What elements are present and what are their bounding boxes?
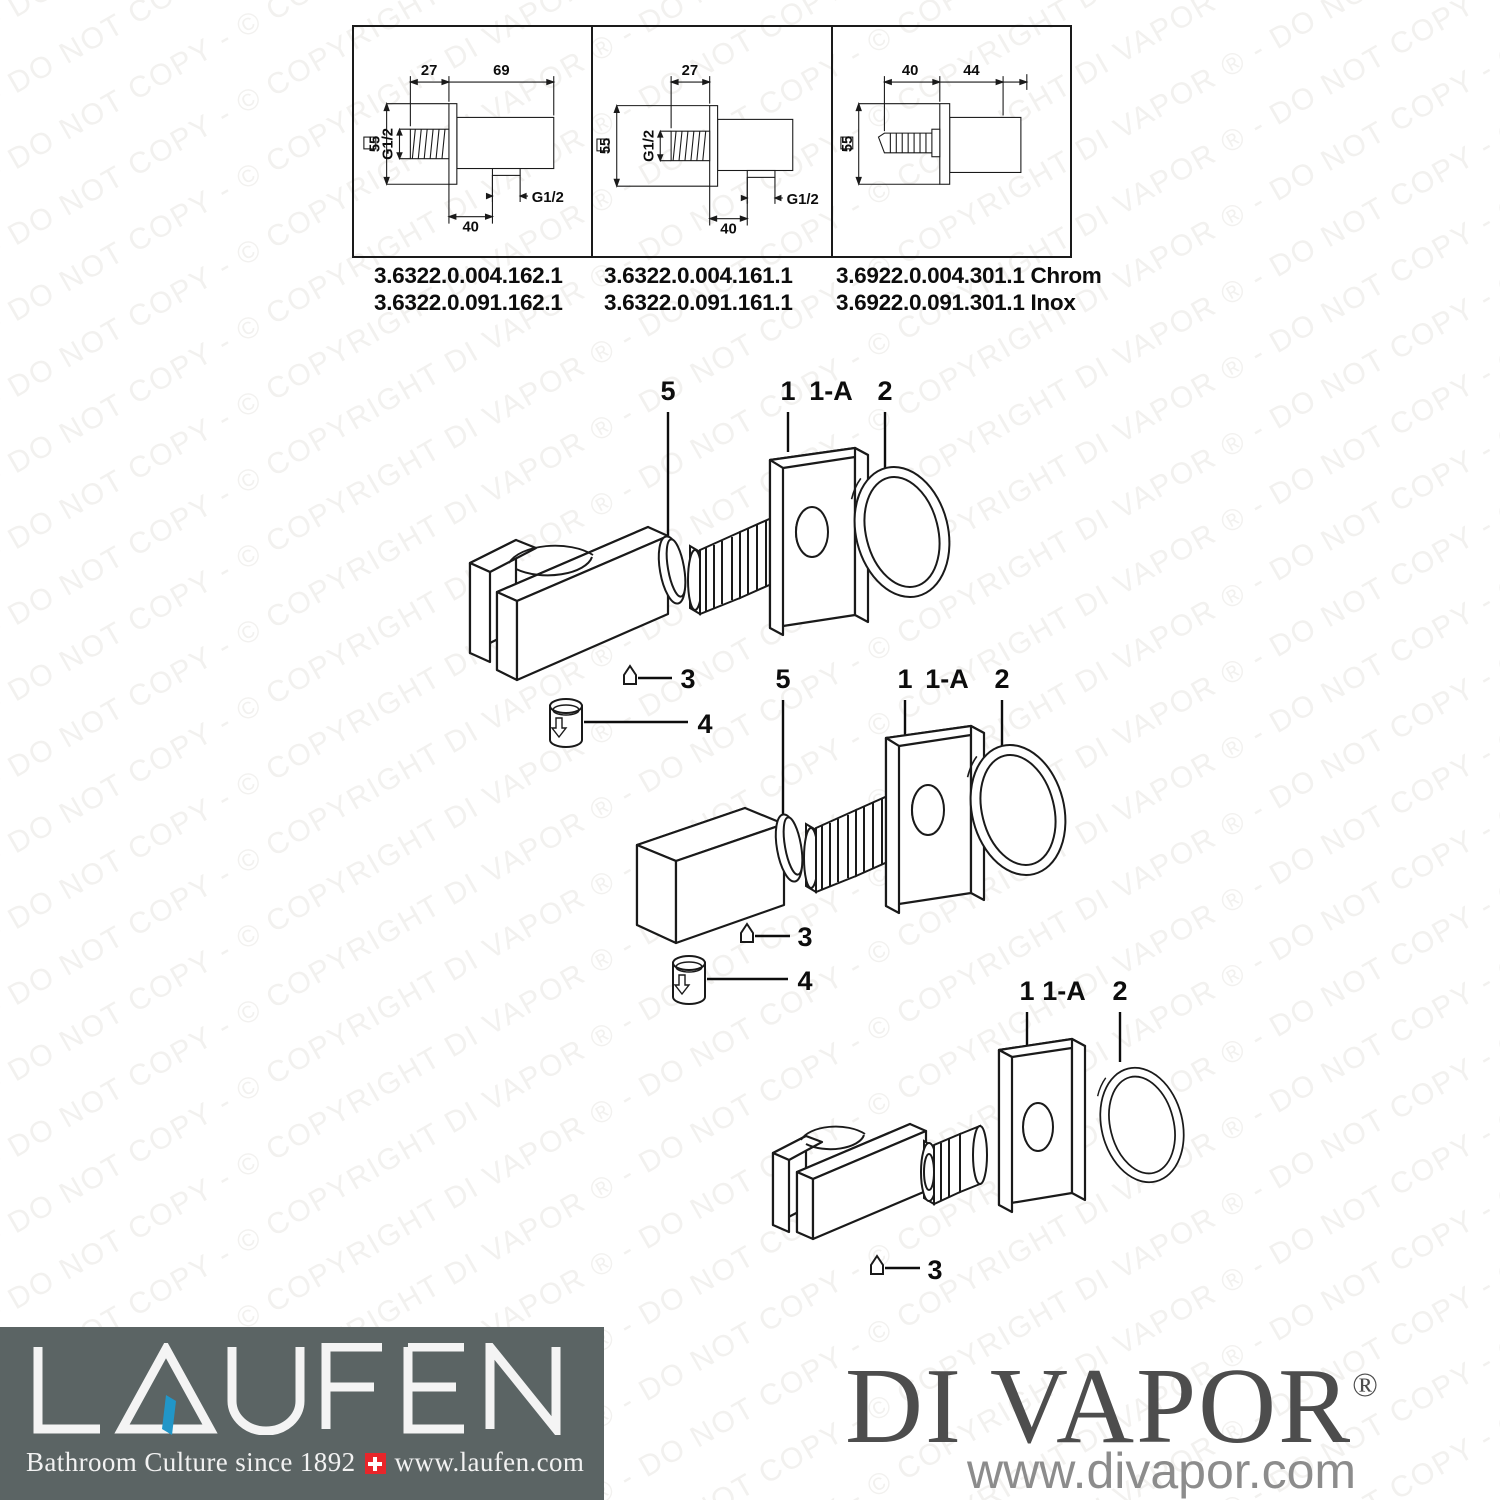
callout-label: 2	[994, 664, 1009, 694]
part-4-sleeve	[549, 698, 688, 748]
part-3-plug	[623, 664, 672, 685]
divapor-wordmark-row: DI VAPOR®	[845, 1330, 1485, 1463]
laufen-tagline: Bathroom Culture since 1892	[26, 1447, 356, 1477]
part-3-plug	[740, 922, 790, 943]
laufen-website: www.laufen.com	[394, 1447, 585, 1477]
callout-label: 2	[877, 376, 892, 406]
part-3-plug	[870, 1254, 920, 1275]
panel-1-drawing: 27 69 55 G1/2 40 G1/2	[363, 63, 564, 235]
dim-40: 40	[721, 221, 737, 237]
dim-55: 55	[598, 138, 614, 154]
part-2-o-ring	[840, 455, 964, 609]
callout-label: 1	[1019, 976, 1034, 1006]
dim-g12-bottom: G1/2	[532, 190, 564, 206]
panel-3-drawing: 40 44 55	[839, 63, 1029, 186]
dim-55: 55	[839, 136, 855, 152]
callout-label: 5	[660, 376, 675, 406]
part-number: 3.6322.0.091.162.1	[374, 290, 563, 315]
dim-g12-left: G1/2	[642, 130, 658, 162]
divapor-website: www.divapor.com	[967, 1443, 1357, 1499]
part-number: 3.6922.0.091.301.1 Inox	[836, 290, 1076, 315]
assembly-3-leaders	[1025, 1012, 1122, 1062]
dim-g12-bottom: G1/2	[787, 192, 819, 208]
divapor-wordmark: DI VAPOR	[845, 1347, 1353, 1466]
escutcheon-plate	[768, 446, 870, 637]
dim-g12-left: G1/2	[381, 128, 397, 160]
dim-27: 27	[682, 63, 698, 79]
part-number: 3.6922.0.004.301.1 Chrom	[836, 263, 1102, 288]
part-2-o-ring	[956, 733, 1080, 887]
callout-label: 3	[680, 664, 695, 694]
escutcheon-plate	[997, 1037, 1087, 1214]
callout-label: 2	[1112, 976, 1127, 1006]
part-number: 3.6322.0.091.161.1	[604, 290, 793, 315]
callout-label: 1-A	[925, 664, 969, 694]
part-number-column-1: 3.6322.0.004.162.1 3.6322.0.091.162.1	[374, 262, 563, 316]
divapor-logo: DI VAPOR® www.divapor.com	[845, 1330, 1500, 1500]
callout-label: 1	[897, 664, 912, 694]
laufen-accent	[162, 1395, 176, 1435]
dim-55: 55	[368, 136, 384, 152]
shower-holder-bracket	[468, 525, 670, 682]
assembly-1-leaders	[666, 412, 887, 548]
part-number-column-2: 3.6322.0.004.161.1 3.6322.0.091.161.1	[604, 262, 793, 316]
dim-44: 44	[963, 63, 980, 79]
laufen-logo: Bathroom Culture since 1892 www.laufen.co…	[0, 1327, 604, 1500]
part-number: 3.6322.0.004.161.1	[604, 263, 793, 288]
dimension-panel-2: 27 55 G1/2 40 G1/2	[591, 27, 830, 256]
dimension-panels: 27 69 55 G1/2 40 G1/2	[352, 25, 1072, 258]
swiss-flag-icon	[364, 1453, 386, 1474]
callout-label: 3	[927, 1255, 942, 1285]
callout-label: 1	[780, 376, 795, 406]
laufen-wordmark	[33, 1343, 561, 1435]
escutcheon-plate	[884, 724, 986, 915]
callout-label: 4	[697, 709, 712, 739]
part-5-seal-ring	[657, 535, 687, 605]
registered-trademark-icon: ®	[1352, 1367, 1379, 1404]
callout-label: 5	[775, 664, 790, 694]
dim-40: 40	[462, 219, 478, 235]
part-2-o-ring	[1087, 1057, 1197, 1193]
part-number: 3.6322.0.004.162.1	[374, 263, 563, 288]
shower-holder-bracket	[771, 1122, 928, 1241]
panel-2-drawing: 27 55 G1/2 40 G1/2	[596, 63, 819, 237]
laufen-tagline-row: Bathroom Culture since 1892 www.laufen.co…	[26, 1447, 584, 1478]
part-4-sleeve	[672, 955, 788, 1005]
wall-outlet-connector	[803, 778, 934, 894]
callout-label: 3	[797, 922, 812, 952]
wall-outlet-connector	[687, 500, 818, 616]
callout-label: 1-A	[809, 376, 853, 406]
dimension-panel-1: 27 69 55 G1/2 40 G1/2	[354, 27, 591, 256]
wall-outlet-connector-short	[920, 1124, 988, 1206]
assembly-1: 5 1 1-A 2 3 4	[468, 376, 964, 748]
wall-outlet-block	[635, 806, 786, 945]
part-5-seal-ring	[774, 813, 804, 883]
dim-40: 40	[902, 63, 918, 79]
callout-label: 4	[797, 966, 812, 996]
assembly-2: 5 1 1-A 2 3 4	[635, 664, 1080, 1005]
dim-69: 69	[493, 63, 509, 79]
dim-27: 27	[421, 63, 437, 79]
assembly-2-leaders	[781, 700, 1004, 828]
assembly-3: 1 1-A 2 3	[771, 976, 1197, 1285]
part-number-column-3: 3.6922.0.004.301.1 Chrom 3.6922.0.091.30…	[836, 262, 1102, 316]
callout-label: 1-A	[1042, 976, 1086, 1006]
dimension-panel-3: 40 44 55	[830, 27, 1070, 256]
